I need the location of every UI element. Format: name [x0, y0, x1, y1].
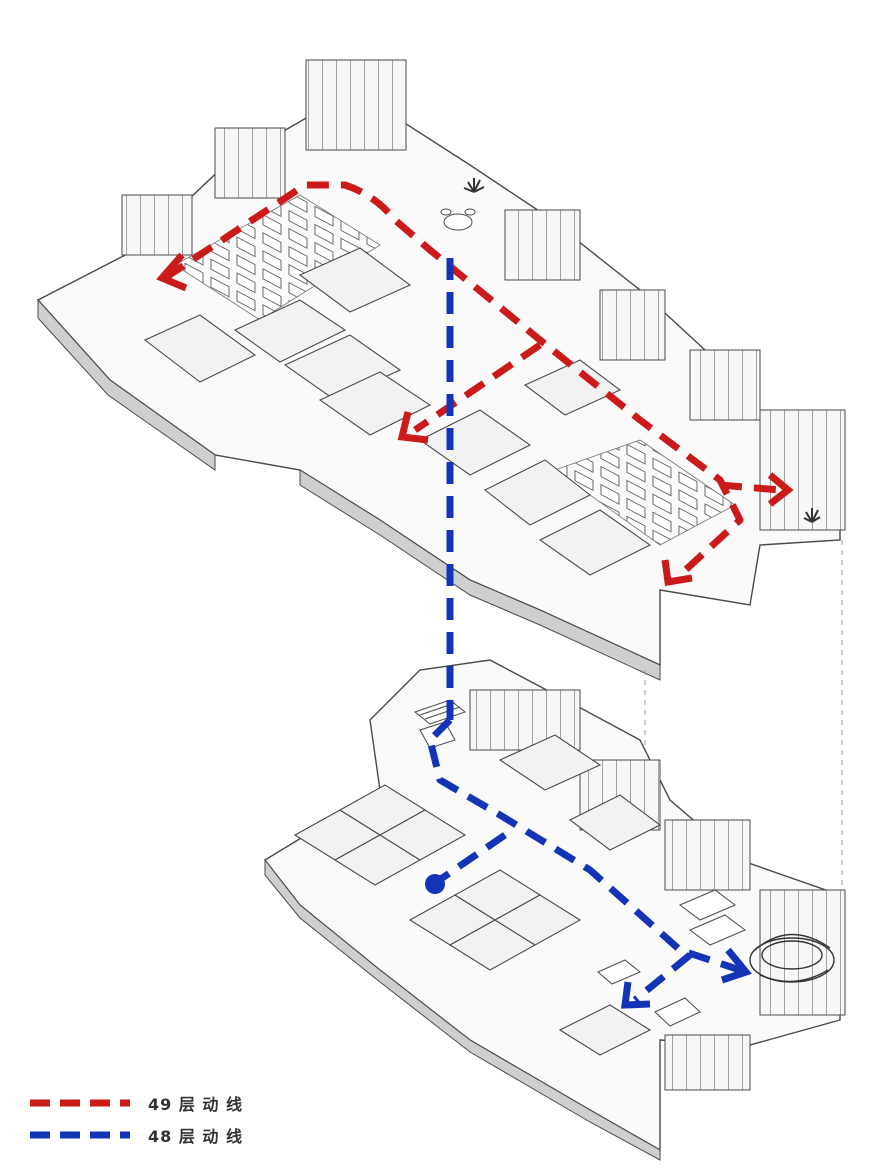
upper-floor-49 — [36, 59, 846, 681]
lower-room-9 — [558, 1004, 652, 1056]
route-49-branch-room — [413, 342, 542, 433]
upper-glass-tower-4 — [504, 209, 581, 281]
plant-icon-2 — [803, 508, 821, 523]
route-49-branch-east — [719, 481, 781, 494]
lower-room-11 — [568, 794, 662, 851]
upper-glass-tower-6 — [689, 349, 761, 421]
upper-glass-tower-5 — [599, 289, 666, 361]
upper-glass-tower-7 — [759, 409, 846, 531]
route-48-main — [426, 717, 742, 974]
route-48-path — [426, 258, 742, 1003]
route-48-arrow-south — [620, 981, 651, 1009]
route-49-arrow-south — [661, 559, 693, 587]
sculpture-icon — [749, 933, 835, 983]
lower-glass-5 — [664, 1034, 751, 1091]
upper-room-7 — [538, 509, 652, 576]
round-table-icon — [440, 208, 476, 231]
lower-room-8 — [493, 894, 582, 946]
lower-room-10 — [498, 734, 602, 791]
upper-room-9 — [523, 359, 622, 416]
upper-room-2 — [283, 334, 402, 401]
lower-glass-3 — [664, 819, 751, 891]
route-49-main — [163, 181, 744, 578]
route-48-branch-south — [632, 952, 693, 1003]
legend-item-floor49: 49 层 动 线 — [30, 1092, 270, 1114]
route-49-arrow-room — [397, 411, 429, 444]
upper-glass-tower-3 — [121, 194, 193, 256]
legend-label-floor48: 48 层 动 线 — [148, 1127, 243, 1146]
lounge-furniture — [597, 889, 746, 1027]
upper-room-3 — [318, 371, 432, 436]
upper-front-wall-2 — [299, 469, 661, 681]
upper-glass-tower-2 — [214, 127, 286, 199]
route-48-start-dot — [425, 874, 445, 894]
route-49-arrow-east — [767, 472, 794, 507]
legend-swatch-floor49 — [30, 1099, 130, 1107]
plant-icon — [463, 178, 485, 193]
route-49-arrow-west — [156, 252, 188, 292]
route-49-arrowheads — [156, 252, 794, 587]
route-48-arrowheads — [620, 947, 752, 1009]
lower-room-4 — [378, 809, 467, 861]
upper-room-6 — [483, 459, 592, 526]
upper-room-8 — [143, 314, 257, 383]
route-49-path — [163, 181, 781, 578]
legend-item-floor48: 48 层 动 线 — [30, 1124, 270, 1146]
lower-front-wall — [264, 858, 661, 1161]
upper-room-4 — [298, 247, 412, 313]
upper-room-1 — [233, 299, 347, 363]
legend-label-floor49: 49 层 动 线 — [148, 1095, 243, 1114]
upper-glass-tower-1 — [305, 59, 407, 151]
route-48-arrow-east — [720, 947, 752, 984]
legend-swatch-floor48 — [30, 1131, 130, 1139]
lower-floor-48 — [263, 258, 846, 1161]
route-48-branch-rooms — [433, 832, 507, 886]
upper-front-wall — [37, 298, 216, 471]
